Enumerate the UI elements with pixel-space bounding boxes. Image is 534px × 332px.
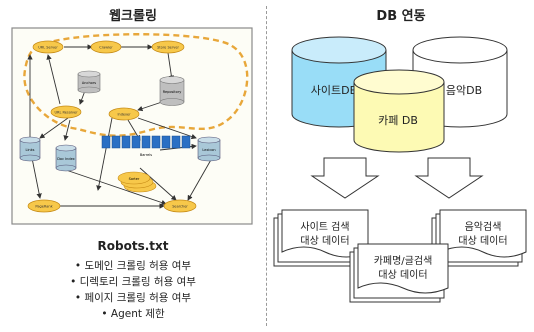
cafe-search-document	[349, 243, 449, 303]
site-search-line2: 대상 데이터	[300, 235, 349, 247]
web-crawling-title: 웹크롤링	[109, 9, 157, 24]
doc-index-label: Doc Index	[57, 157, 75, 161]
music-search-line2: 대상 데이터	[458, 235, 507, 247]
cafe-search-line2: 대상 데이터	[378, 269, 427, 281]
pagerank-label: PageRank	[35, 205, 53, 209]
pagerank-node	[27, 199, 61, 213]
url-resolver-node	[50, 105, 82, 119]
repository-label: Repository	[163, 90, 182, 94]
crawler-node	[90, 40, 122, 54]
down-arrow-left	[310, 157, 380, 199]
music-search-document	[431, 209, 527, 267]
cafe-db-label: 카페 DB	[378, 114, 418, 127]
url-resolver-label: URL Resolver	[54, 111, 78, 115]
site-db-label: 사이트DB	[311, 84, 357, 97]
sorter-stack	[117, 171, 157, 193]
links-db	[19, 136, 41, 162]
music-search-line1: 음악검색	[465, 221, 502, 233]
anchors-db	[77, 70, 101, 94]
panel-divider	[266, 6, 267, 326]
lexicon-db	[197, 136, 221, 162]
repository-db	[159, 76, 185, 106]
store-server-node	[151, 40, 185, 54]
db-integration-diagram: 사이트DB 음악DB 카페 DB 사이트 검색 대상 데이터	[273, 36, 527, 303]
robots-title: Robots.txt	[97, 239, 169, 253]
crawler-boundary	[23, 33, 249, 137]
searcher-label: Searcher	[172, 205, 188, 209]
db-integration-title: DB 연동	[376, 9, 426, 24]
down-arrow-right	[414, 157, 484, 199]
robots-item: • 페이지 크롤링 허용 여부	[74, 292, 192, 304]
crawler-architecture-diagram: Anchors Repository Links Doc Index Lexic…	[11, 27, 253, 225]
robots-item: • 디렉토리 크롤링 허용 여부	[70, 276, 196, 288]
links-label: Links	[26, 148, 35, 152]
music-db-label: 음악DB	[446, 84, 482, 97]
site-search-line1: 사이트 검색	[300, 221, 349, 233]
store-server-label: Store Server	[157, 46, 179, 50]
cafe-search-line1: 카페명/글검색	[374, 255, 433, 267]
robots-list: • 도메인 크롤링 허용 여부 • 디렉토리 크롤링 허용 여부 • 페이지 크…	[0, 258, 266, 322]
crawler-label: Crawler	[99, 46, 113, 50]
doc-index-db	[55, 144, 77, 172]
robots-item: • Agent 제한	[101, 308, 165, 320]
lexicon-label: Lexicon	[202, 148, 215, 152]
robots-item: • 도메인 크롤링 허용 여부	[74, 260, 192, 272]
indexer-node	[108, 107, 140, 121]
barrels-group	[101, 135, 191, 149]
cafe-db-cylinder	[353, 69, 445, 153]
searcher-node	[163, 199, 197, 213]
sorter-label: Sorter	[129, 177, 140, 181]
url-server-label: URL Server	[38, 46, 58, 50]
indexer-label: Indexer	[117, 113, 131, 117]
anchors-label: Anchors	[82, 81, 96, 85]
barrels-label: Barrels	[140, 153, 152, 157]
url-server-node	[32, 40, 64, 54]
